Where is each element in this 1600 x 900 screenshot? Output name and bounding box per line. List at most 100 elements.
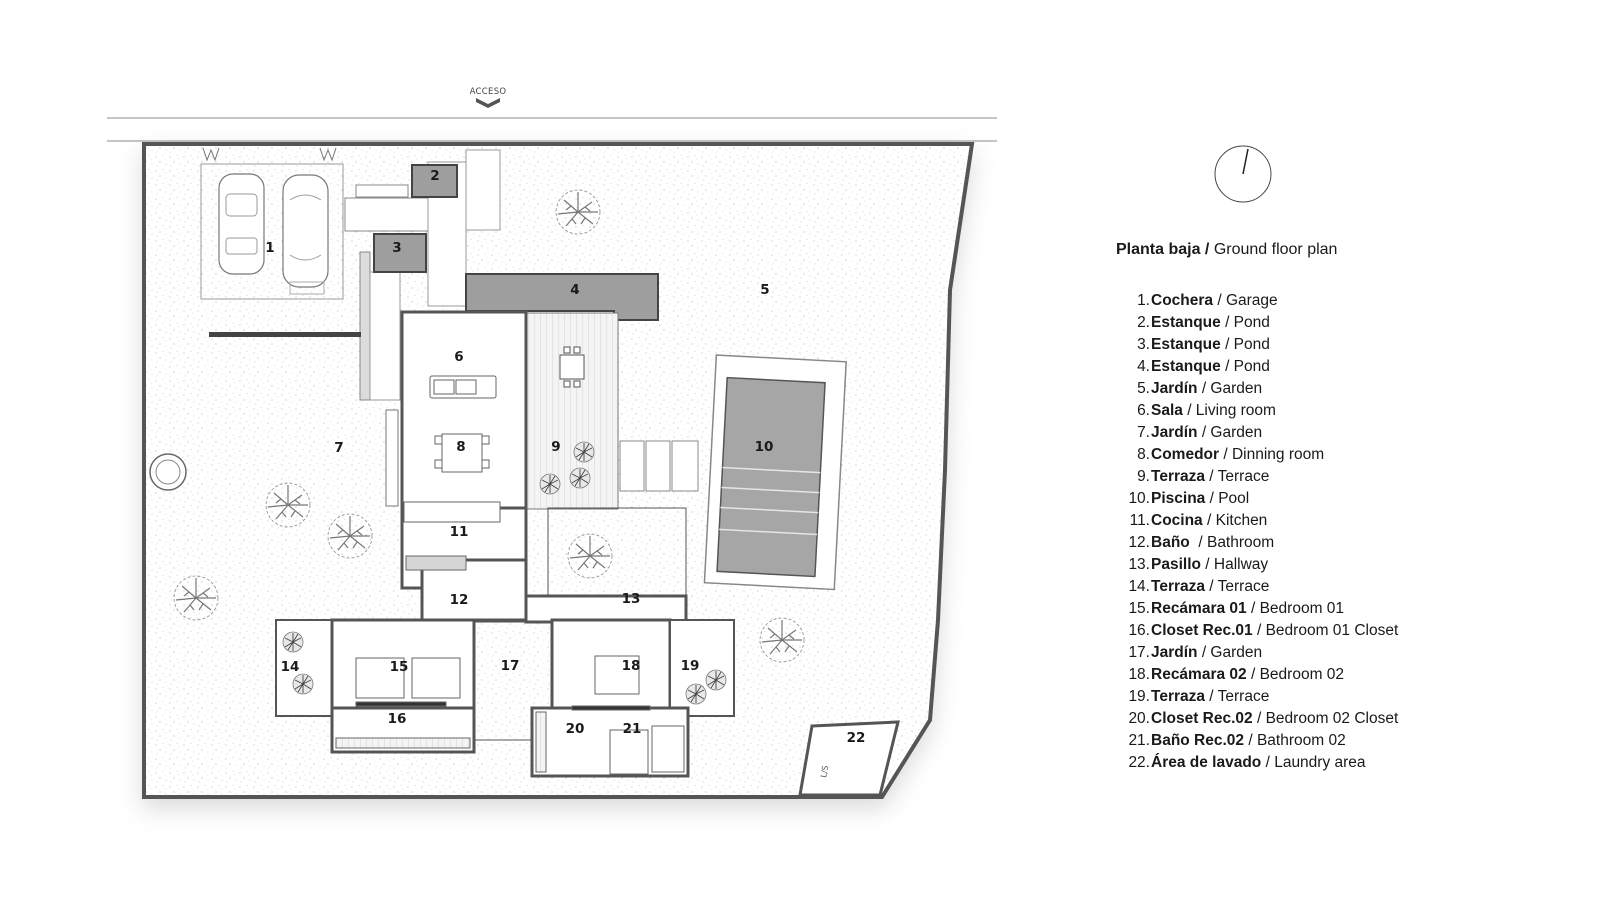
legend-item-english: / Garden (1197, 424, 1263, 441)
legend-item-english: / Garden (1197, 380, 1263, 397)
legend-item: 8.Comedor / Dinning room (1116, 444, 1586, 466)
entry-path (209, 149, 501, 507)
legend-item: 7.Jardín / Garden (1116, 422, 1586, 444)
legend-item-spanish: Cocina (1151, 512, 1203, 529)
legend-item-spanish: Terraza (1151, 468, 1205, 485)
legend-item-spanish: Estanque (1151, 358, 1221, 375)
room-number-15: 15 (390, 659, 409, 675)
legend-title-es: Planta baja / (1116, 241, 1210, 258)
legend-item-number: 21. (1128, 732, 1150, 749)
north-arrow-icon (1214, 145, 1272, 203)
legend-item-spanish: Sala (1151, 402, 1183, 419)
room-number-17: 17 (501, 658, 520, 674)
legend-item-spanish: Terraza (1151, 578, 1205, 595)
room-number-22: 22 (847, 730, 866, 746)
car-icon (282, 174, 329, 295)
legend-item-english: / Dinning room (1219, 446, 1325, 463)
legend-item-english: / Terrace (1205, 688, 1270, 705)
legend-item: 2.Estanque / Pond (1116, 312, 1586, 334)
laundry-room (798, 720, 900, 797)
room-number-7: 7 (334, 440, 343, 456)
legend-item-spanish: Jardín (1151, 424, 1198, 441)
legend-item: 14.Terraza / Terrace (1116, 576, 1586, 598)
room-number-11: 11 (450, 524, 469, 540)
room-number-10: 10 (755, 439, 774, 455)
legend-item-number: 6. (1137, 402, 1150, 419)
access-label: ACCESO (470, 87, 507, 97)
room-number-2: 2 (430, 168, 439, 184)
legend-item-english: / Garage (1213, 292, 1278, 309)
legend-item: 18.Recámara 02 / Bedroom 02 (1116, 664, 1586, 686)
legend-item-english: / Bedroom 01 Closet (1252, 622, 1399, 639)
legend-item: 12.Baño / Bathroom (1116, 532, 1586, 554)
pond-3 (373, 233, 427, 273)
arrow-down-icon (476, 98, 500, 108)
legend-item-spanish: Estanque (1151, 314, 1221, 331)
car-icon (218, 173, 265, 275)
room-number-1: 1 (265, 240, 274, 256)
legend-item-spanish: Piscina (1151, 490, 1206, 507)
legend-item-english: / Living room (1182, 402, 1276, 419)
legend-item-english: / Garden (1197, 644, 1263, 661)
legend-item-english: / Pond (1220, 358, 1270, 375)
legend-item: 21.Baño Rec.02 / Bathroom 02 (1116, 730, 1586, 752)
legend-item-number: 10. (1128, 490, 1150, 507)
legend-item-spanish: Cochera (1151, 292, 1214, 309)
legend-item-spanish: Baño Rec.02 (1151, 732, 1245, 749)
street-lines (107, 117, 997, 142)
room-number-18: 18 (622, 658, 641, 674)
outdoor-table (559, 346, 585, 388)
room-number-9: 9 (551, 439, 560, 455)
legend-item-english: / Bathroom 02 (1244, 732, 1346, 749)
legend-item-english: / Pond (1220, 336, 1270, 353)
legend-item: 5.Jardín / Garden (1116, 378, 1586, 400)
room-number-8: 8 (456, 439, 465, 455)
legend-item: 13.Pasillo / Hallway (1116, 554, 1586, 576)
legend-item-spanish: Closet Rec.01 (1151, 622, 1253, 639)
room-number-12: 12 (450, 592, 469, 608)
legend-item-number: 7. (1137, 424, 1150, 441)
legend-item-spanish: Comedor (1151, 446, 1220, 463)
legend-item-number: 3. (1137, 336, 1150, 353)
legend-item: 9.Terraza / Terrace (1116, 466, 1586, 488)
legend-item: 1.Cochera / Garage (1116, 290, 1586, 312)
legend-item-number: 12. (1128, 534, 1150, 551)
room-number-6: 6 (454, 349, 463, 365)
legend-item-number: 8. (1137, 446, 1150, 463)
legend-item-spanish: Baño (1151, 534, 1190, 551)
legend-item-number: 22. (1128, 754, 1150, 771)
legend-item-number: 4. (1137, 358, 1150, 375)
legend-item: 19.Terraza / Terrace (1116, 686, 1586, 708)
legend-item-number: 5. (1137, 380, 1150, 397)
furniture (335, 375, 835, 789)
legend-item: 4.Estanque / Pond (1116, 356, 1586, 378)
room-number-16: 16 (388, 711, 407, 727)
legend-item-english: / Kitchen (1202, 512, 1268, 529)
room-number-14: 14 (281, 659, 300, 675)
legend: Planta baja / Ground floor plan 1.Cocher… (1116, 240, 1586, 774)
legend-item-number: 16. (1128, 622, 1150, 639)
legend-item-english: / Terrace (1205, 468, 1270, 485)
legend-item-number: 15. (1128, 600, 1150, 617)
legend-item-english: / Bedroom 01 (1246, 600, 1345, 617)
legend-item-number: 17. (1128, 644, 1150, 661)
pool (703, 354, 847, 591)
legend-item: 6.Sala / Living room (1116, 400, 1586, 422)
legend-item-number: 1. (1137, 292, 1150, 309)
legend-item: 17.Jardín / Garden (1116, 642, 1586, 664)
laundry-mark: L/S (819, 765, 830, 779)
legend-item: 20.Closet Rec.02 / Bedroom 02 Closet (1116, 708, 1586, 730)
legend-title-en: Ground floor plan (1209, 241, 1338, 258)
legend-item-number: 2. (1137, 314, 1150, 331)
room-number-4: 4 (570, 282, 579, 298)
room-number-20: 20 (566, 721, 585, 737)
garage (200, 147, 344, 300)
legend-item-number: 19. (1128, 688, 1150, 705)
room-number-19: 19 (681, 658, 700, 674)
floor-plan: ACCESO (107, 87, 997, 799)
round-planter (149, 453, 187, 491)
legend-item-number: 9. (1137, 468, 1150, 485)
pond-2 (411, 164, 458, 198)
